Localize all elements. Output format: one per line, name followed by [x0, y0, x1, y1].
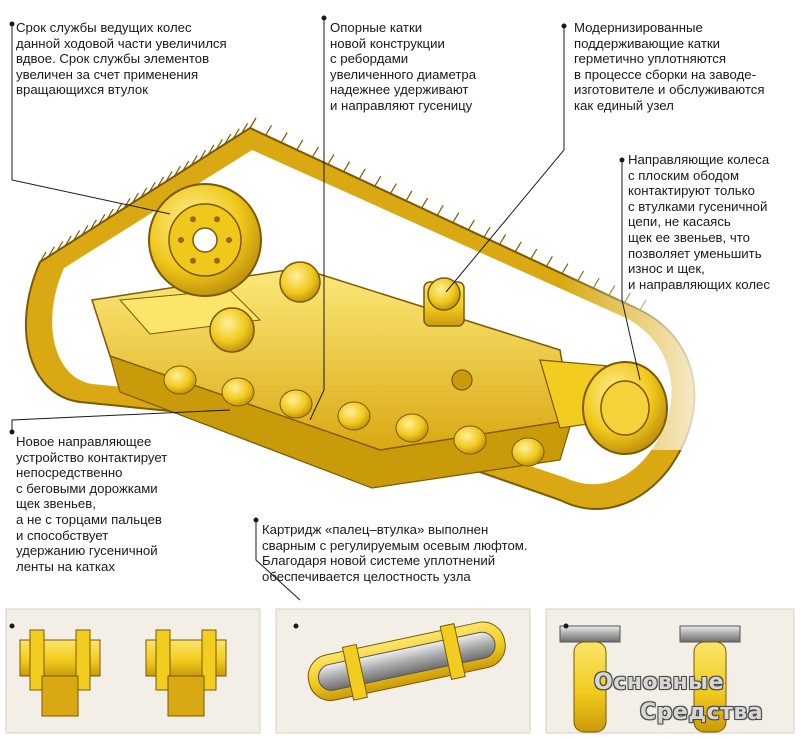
grouser: [232, 128, 240, 140]
sprocket-bolt: [214, 257, 220, 264]
track-roller: [221, 377, 255, 407]
detail-cartridge-panel: [275, 608, 531, 734]
sprocket-bolt: [178, 237, 184, 243]
grouser: [483, 226, 491, 238]
callout-drive-wheels: Срок службы ведущих колес данной ходовой…: [16, 20, 227, 98]
grouser: [165, 171, 173, 182]
grouser: [311, 146, 319, 158]
watermark-line2: Средства: [640, 700, 764, 725]
grouser: [327, 154, 335, 165]
track-roller: [163, 365, 197, 395]
grouser: [157, 176, 165, 188]
grouser: [73, 230, 81, 241]
grouser: [265, 124, 273, 136]
track-roller: [279, 389, 313, 419]
detail-guide-panel: [5, 608, 261, 734]
panel-markers: [9, 15, 625, 629]
grouser: [405, 190, 413, 202]
frame-boss: [209, 261, 321, 353]
grouser: [296, 139, 304, 151]
grouser: [148, 182, 156, 193]
carrier-roller: [423, 277, 465, 327]
callout-idlers: Направляющие колеса с плоским ободом кон…: [628, 152, 770, 292]
grouser: [249, 117, 257, 129]
track-roller: [511, 437, 545, 467]
grouser: [530, 248, 538, 260]
grouser: [241, 123, 249, 134]
grouser: [389, 183, 397, 194]
track-roller: [453, 425, 487, 455]
grouser: [56, 240, 64, 252]
grouser: [123, 198, 131, 209]
leader-lines: [11, 18, 641, 601]
grouser: [115, 203, 123, 215]
sprocket-bolt: [190, 216, 196, 223]
callout-carrier-rollers: Модернизированные поддерживающие катки г…: [574, 20, 765, 113]
grouser: [280, 132, 288, 143]
watermark-line1: Основные: [594, 670, 724, 695]
callout-guide: Новое направляющее устройство контактиру…: [16, 434, 168, 574]
grouser: [140, 187, 148, 198]
grouser: [207, 144, 215, 156]
grouser: [173, 165, 181, 177]
grouser: [224, 133, 232, 145]
grouser: [64, 235, 72, 247]
grouser: [467, 219, 475, 231]
grouser: [98, 214, 106, 225]
callout-track-rollers: Опорные катки новой конструкции с реборд…: [330, 20, 477, 113]
grouser: [39, 251, 47, 263]
grouser: [131, 192, 139, 204]
sprocket-bolt: [226, 237, 232, 243]
callout-cartridge: Картридж «палец–втулка» выполнен сварным…: [262, 522, 528, 584]
grouser: [436, 205, 444, 216]
front-idler: [451, 361, 668, 455]
grouser: [47, 246, 55, 257]
sprocket-bolt: [190, 257, 196, 264]
grouser: [358, 168, 366, 180]
grouser: [452, 212, 460, 223]
grouser: [89, 219, 97, 231]
track-rollers: [163, 365, 545, 467]
detail-idler-panel: [545, 608, 795, 734]
grouser: [106, 208, 114, 220]
drive-sprocket: [148, 183, 262, 297]
track-roller: [395, 413, 429, 443]
grouser: [343, 161, 351, 172]
grouser: [374, 175, 382, 187]
grouser: [182, 160, 190, 172]
grouser: [190, 155, 198, 166]
track-roller: [337, 401, 371, 431]
grouser: [421, 197, 429, 209]
grouser: [514, 241, 522, 253]
grouser: [545, 256, 553, 267]
grouser: [499, 234, 507, 245]
grouser: [199, 149, 207, 161]
sprocket-bolt: [214, 216, 220, 223]
grouser: [215, 139, 223, 150]
grouser: [81, 224, 89, 236]
